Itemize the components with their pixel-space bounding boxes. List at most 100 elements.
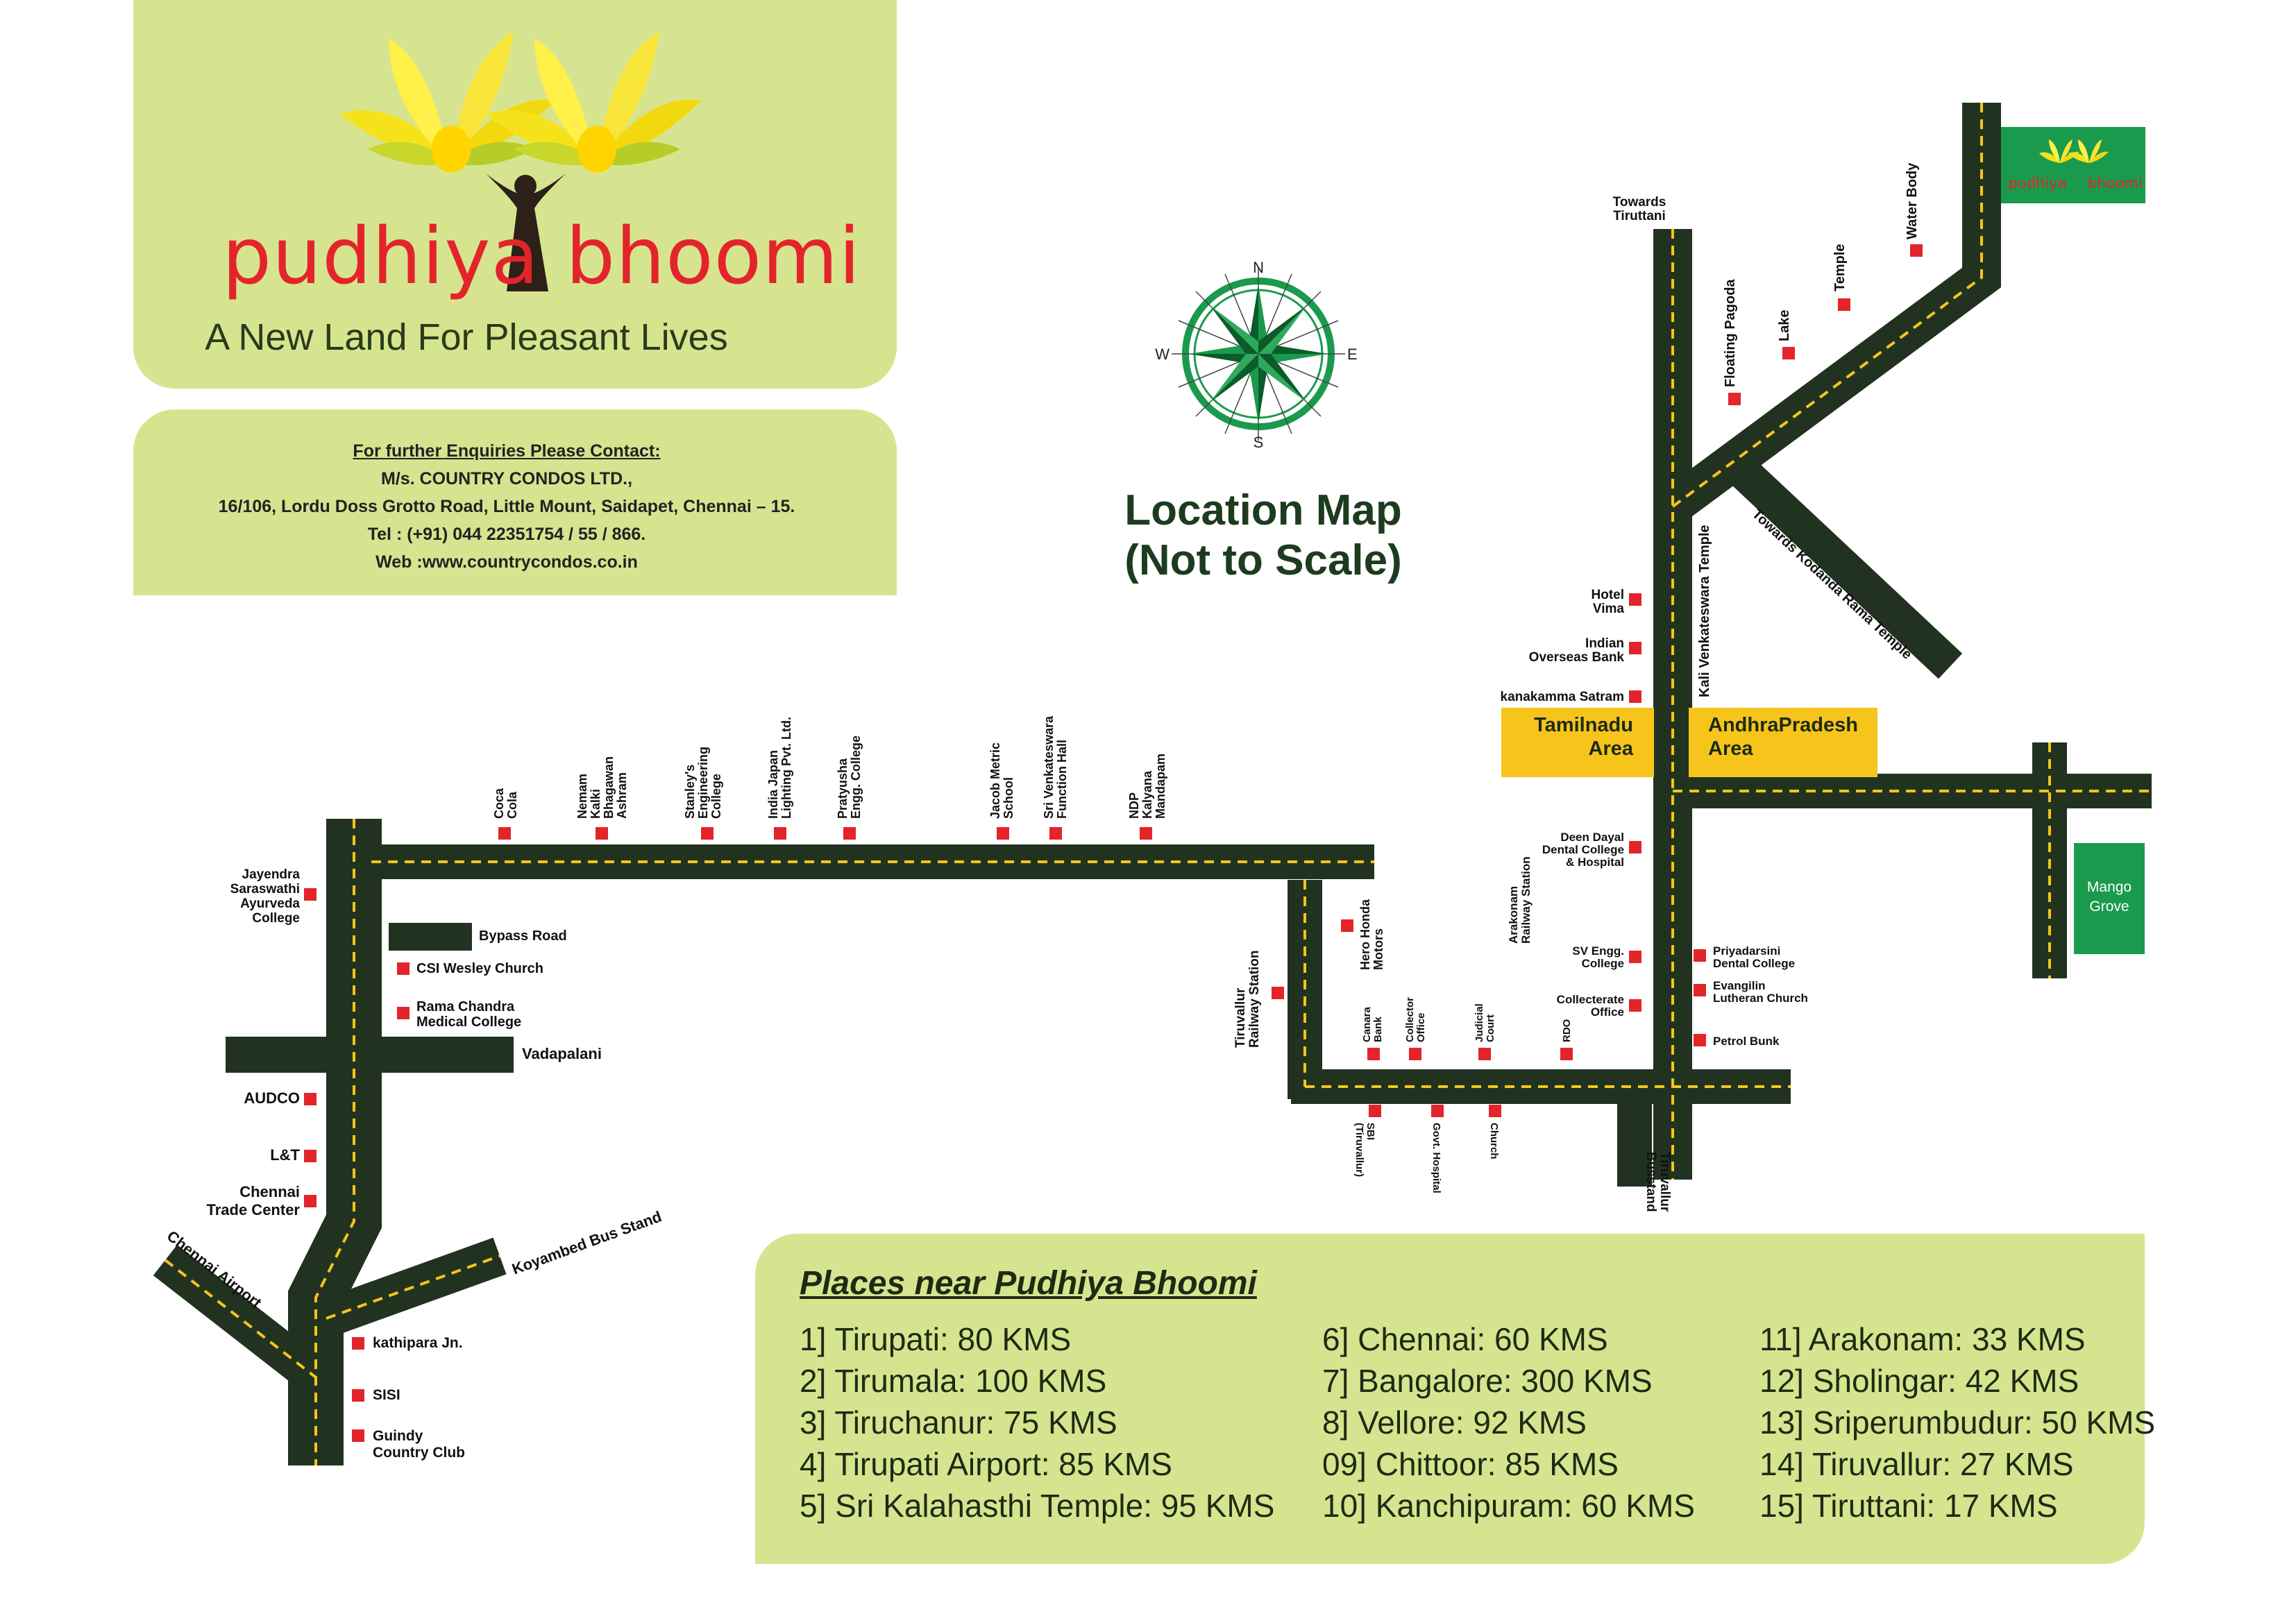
label-kali-temple: Kali Venkateswara Temple — [1697, 525, 1712, 697]
label-temple: Temple — [1832, 244, 1848, 291]
marker-jacob — [997, 827, 1009, 840]
road-centerlines — [164, 103, 2152, 1465]
label-lt: L&T — [270, 1146, 300, 1164]
map-title: Location Map (Not to Scale) — [1041, 486, 1485, 586]
label-kathipara: kathipara Jn. — [373, 1335, 463, 1351]
road-ne-branch — [1661, 103, 2001, 522]
marker-ndp — [1140, 827, 1152, 840]
place-item: 10] Kanchipuram: 60 KMS — [1322, 1488, 1695, 1524]
marker-guindy — [352, 1429, 364, 1442]
marker-india-japan — [774, 827, 786, 840]
site-logo-left: pudhiya — [2008, 175, 2067, 192]
marker-tiruvallur-rs — [1272, 987, 1284, 999]
label-bypass: Bypass Road — [479, 928, 567, 944]
label-floating-pagoda: Floating Pagoda — [1723, 279, 1738, 387]
place-item: 6] Chennai: 60 KMS — [1322, 1321, 1608, 1357]
place-item: 3] Tiruchanur: 75 KMS — [800, 1404, 1117, 1441]
marker-rdo — [1560, 1048, 1573, 1060]
compass-e: E — [1347, 346, 1358, 363]
brand-name-right: bhoomi — [566, 212, 861, 302]
brand-tagline: A New Land For Pleasant Lives — [205, 316, 728, 358]
marker-lake — [1782, 347, 1795, 359]
label-petrol-bunk: Petrol Bunk — [1713, 1035, 1780, 1048]
marker-sisi — [352, 1389, 364, 1402]
place-item: 09] Chittoor: 85 KMS — [1322, 1446, 1619, 1482]
marker-deen-dayal — [1629, 841, 1641, 853]
marker-floating-pagoda — [1728, 393, 1741, 405]
marker-pratyusha — [843, 827, 856, 840]
marker-csi — [397, 962, 410, 975]
label-water-body: Water Body — [1905, 162, 1920, 239]
contact-heading: For further Enquiries Please Contact: — [353, 441, 661, 461]
places-column-2: 6] Chennai: 60 KMS 7] Bangalore: 300 KMS… — [1322, 1318, 1695, 1527]
label-sv-engg: SV Engg.College — [1572, 944, 1624, 970]
place-item: 4] Tirupati Airport: 85 KMS — [800, 1446, 1172, 1482]
places-column-3: 11] Arakonam: 33 KMS 12] Sholingar: 42 K… — [1759, 1318, 2155, 1527]
marker-iob — [1629, 642, 1641, 654]
brand-name-left: pudhiya — [222, 212, 540, 302]
contact-panel — [133, 409, 897, 595]
compass-rose-icon: N S E W — [1155, 259, 1357, 451]
road-kodanda — [1716, 445, 1963, 679]
place-item: 12] Sholingar: 42 KMS — [1759, 1363, 2079, 1399]
marker-ctc — [304, 1195, 316, 1207]
marker-kanakamma — [1629, 690, 1641, 703]
label-kanakamma: kanakamma Satram — [1500, 690, 1625, 704]
marker-priyadarsini — [1694, 949, 1706, 962]
label-govt-hospital: Govt. Hospital — [1430, 1123, 1442, 1193]
site-logo-box — [2001, 127, 2145, 203]
marker-govt-hospital — [1431, 1105, 1444, 1117]
marker-water-body — [1910, 244, 1923, 257]
map-title-line1: Location Map — [1124, 486, 1402, 534]
contact-web: Web :www.countrycondos.co.in — [375, 552, 638, 572]
map-title-line2: (Not to Scale) — [1124, 536, 1402, 584]
label-lake: Lake — [1777, 309, 1792, 341]
marker-jayendra — [304, 888, 316, 901]
location-markers — [304, 244, 1923, 1442]
label-sbi: SBI(Tiruvallur) — [1353, 1123, 1376, 1178]
marker-audco — [304, 1093, 316, 1105]
label-rdo: RDO — [1561, 1019, 1573, 1042]
place-item: 1] Tirupati: 80 KMS — [800, 1321, 1072, 1357]
marker-coca-cola — [498, 827, 511, 840]
contact-company: M/s. COUNTRY CONDOS LTD., — [380, 469, 633, 488]
marker-rama-chandra — [397, 1007, 410, 1019]
contact-block: For further Enquiries Please Contact: M/… — [160, 437, 854, 576]
place-item: 11] Arakonam: 33 KMS — [1759, 1321, 2086, 1357]
contact-address: 16/106, Lordu Doss Grotto Road, Little M… — [218, 497, 795, 516]
marker-stanley — [701, 827, 714, 840]
place-item: 5] Sri Kalahasthi Temple: 95 KMS — [800, 1488, 1275, 1524]
place-item: 2] Tirumala: 100 KMS — [800, 1363, 1107, 1399]
marker-sri-venkateswara — [1049, 827, 1062, 840]
marker-petrol-bunk — [1694, 1034, 1706, 1046]
marker-evangilin — [1694, 984, 1706, 996]
contact-tel: Tel : (+91) 044 22351754 / 55 / 866. — [367, 525, 646, 544]
marker-canara — [1367, 1048, 1380, 1060]
marker-sbi — [1369, 1105, 1381, 1117]
marker-hero-honda — [1341, 919, 1353, 932]
site-logo-right: bhoomi — [2088, 175, 2143, 192]
